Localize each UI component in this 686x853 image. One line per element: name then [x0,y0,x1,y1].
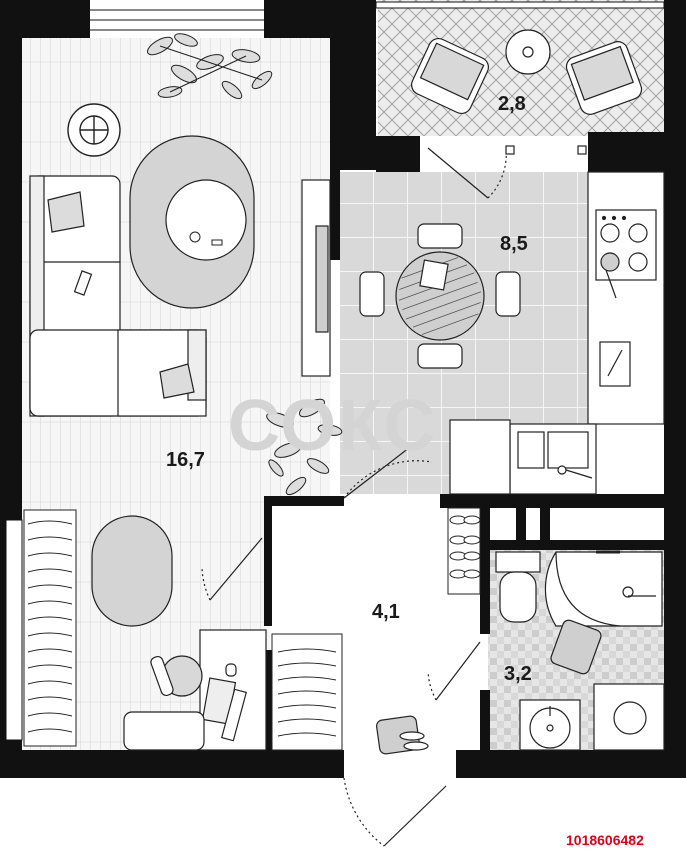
listing-id: 1018606482 [566,832,644,848]
wardrobe [271,633,343,751]
rug-oval-top [129,135,255,309]
balcony-door [427,145,587,199]
window-living-left [5,519,23,741]
washbasin [519,699,581,751]
sofa [29,175,207,417]
balcony-window [375,1,665,9]
balcony-armchair-left [411,37,489,115]
window-top [90,6,264,38]
area-balcony: 2,8 [498,93,526,115]
rug-oval-bottom [91,515,173,627]
desk [199,629,267,751]
fridge [449,419,511,495]
toilet [495,551,541,623]
doors [201,443,481,847]
doormat-slippers [376,715,429,755]
area-hall: 4,1 [372,601,400,623]
washing-machine [593,683,665,751]
desk-chair [150,655,203,697]
walls [0,0,686,778]
kitchen-sink [509,423,597,495]
plant-middle [266,398,343,496]
shower [544,550,663,627]
dining-set [359,223,521,369]
area-living: 16,7 [166,449,205,471]
floor-lamp [67,103,121,157]
balcony-armchair-right [565,41,643,115]
shoe-rack [447,507,481,595]
plant-top [147,33,273,100]
radiator-left [23,509,77,747]
area-bathroom: 3,2 [504,663,532,685]
bath-rug [550,619,602,675]
area-kitchen: 8,5 [500,233,528,255]
armchair-bottom [123,711,205,751]
tv-stand [301,179,331,377]
watermark: СОКС [228,386,437,466]
kitchen-counter [587,171,665,425]
balcony-table [505,29,551,75]
